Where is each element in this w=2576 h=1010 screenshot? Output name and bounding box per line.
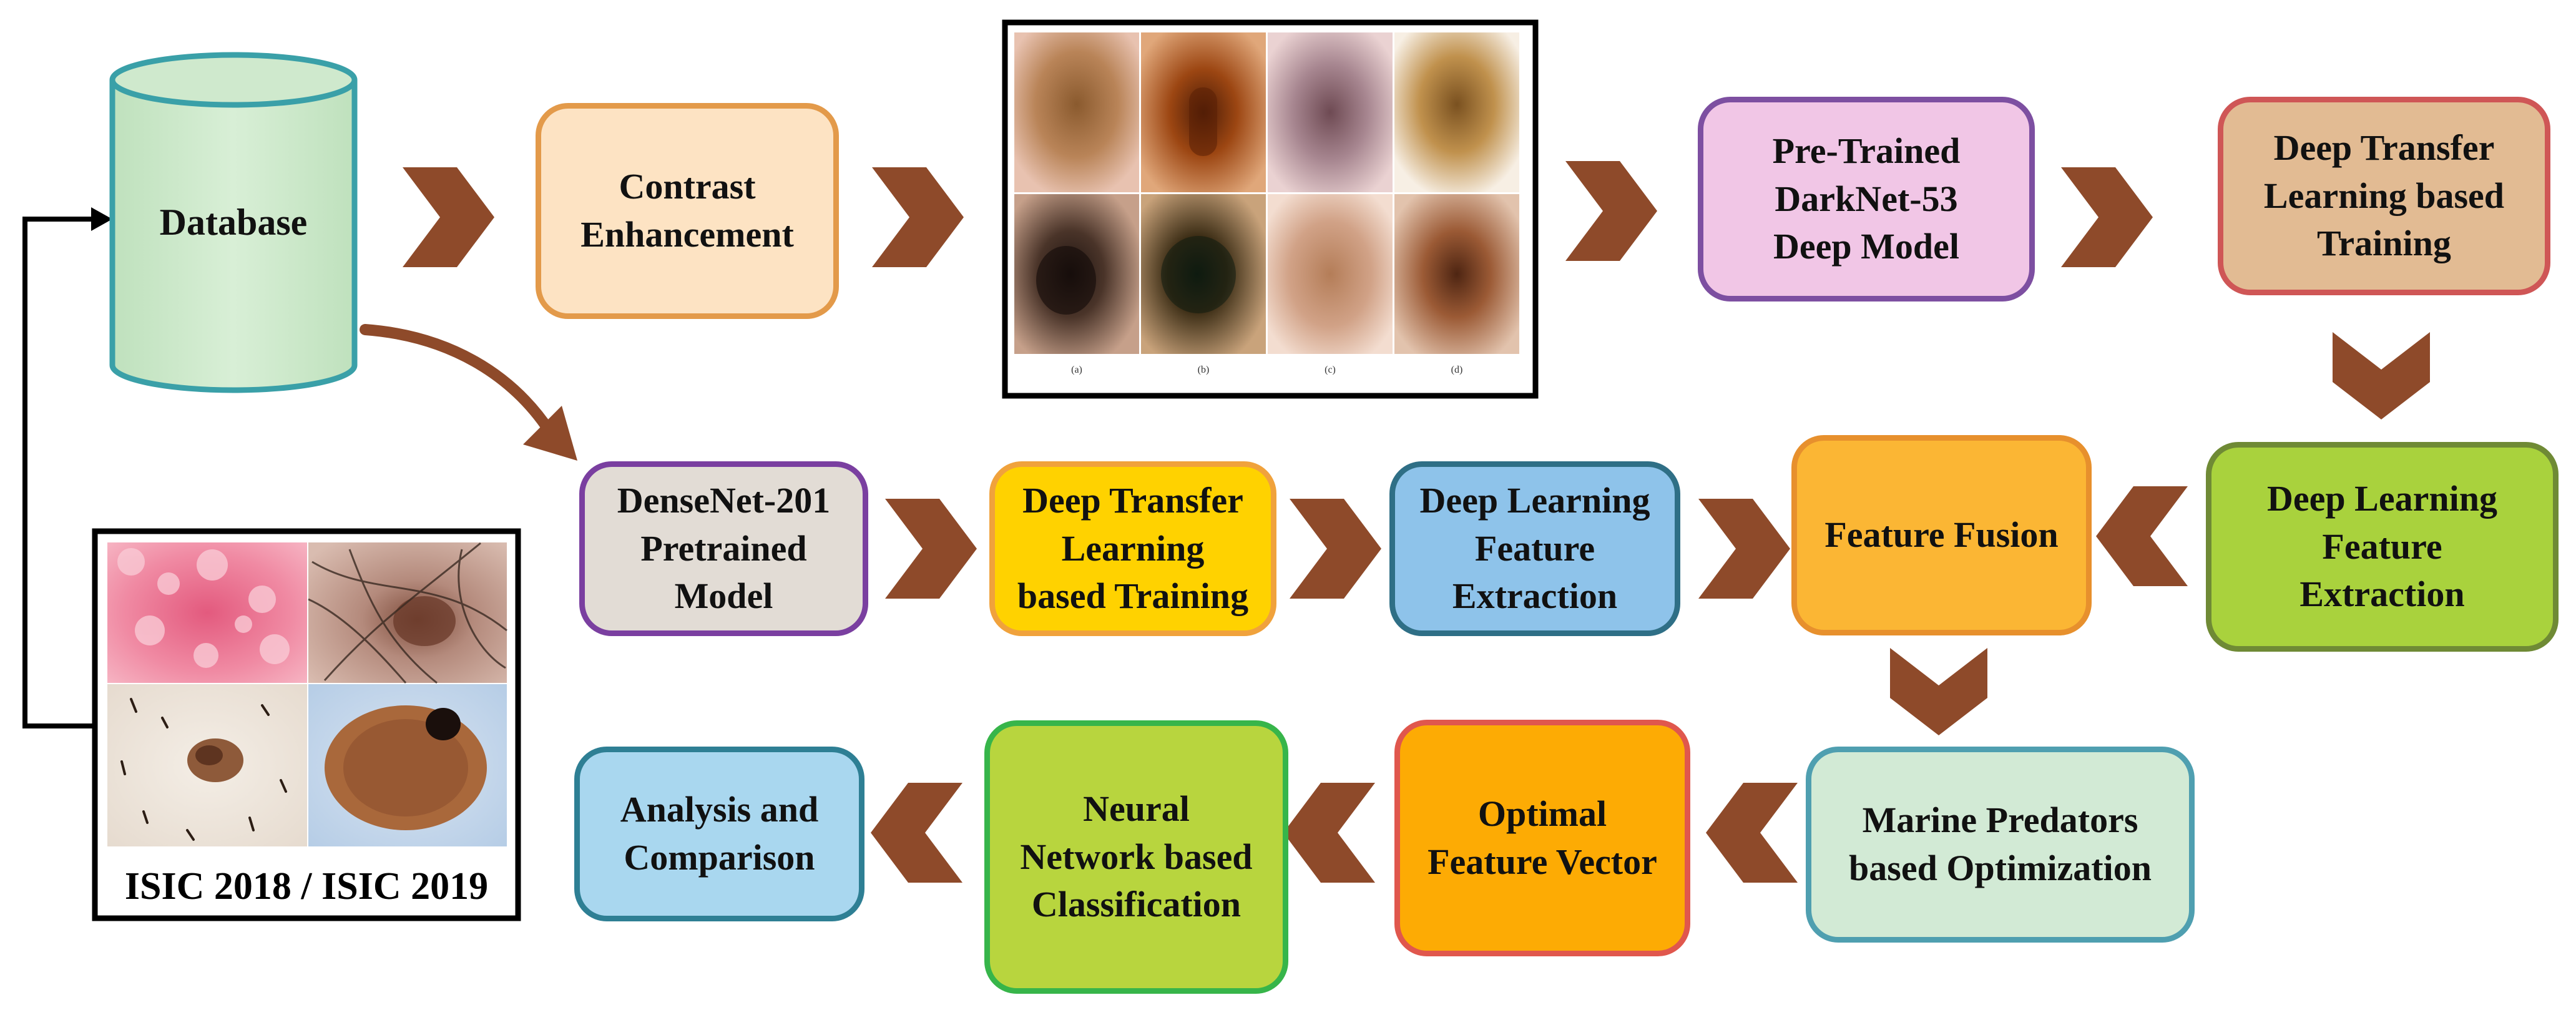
chevron-right-icon [1698,499,1790,599]
transfer-training-mid-box: Deep Transfer Learning based Training [989,461,1276,636]
sample-sublabel-a: (a) [1071,365,1082,375]
feedback-connector [22,207,112,728]
chevron-right-icon [885,499,977,599]
chevron-left-icon [871,783,962,883]
transfer-training-top-label: Deep Transfer Learning based Training [2263,127,2505,264]
densenet201-box: DenseNet-201 Pretrained Model [579,461,868,636]
enhanced-sample-images [1002,19,1539,399]
contrast-enhancement-box: Contrast Enhancement [536,103,839,319]
feature-extraction-right-box: Deep Learning Feature Extraction [2206,442,2559,652]
chevron-arrows [403,161,2430,883]
chevron-left-icon [1706,783,1798,883]
chevron-left-icon [1283,783,1375,883]
dataset-sample-images [92,528,521,921]
database-to-densenet-arrow [360,324,577,461]
nn-classification-label: Neural Network based Classification [1020,788,1253,925]
chevron-right-icon [872,167,964,267]
chevron-left-icon [2096,486,2188,586]
chevron-right-icon [2061,167,2153,267]
feature-extraction-right-label: Deep Learning Feature Extraction [2267,478,2497,615]
densenet201-label: DenseNet-201 Pretrained Model [617,480,831,617]
database-cylinder [109,52,358,393]
nn-classification-box: Neural Network based Classification [984,720,1288,994]
optimal-vector-label: Optimal Feature Vector [1428,793,1657,882]
chevron-right-icon [403,167,494,267]
analysis-label: Analysis and Comparison [620,789,819,878]
chevron-down-icon [1890,648,1987,735]
sample-sublabel-c: (c) [1325,365,1336,375]
marine-predators-label: Marine Predators based Optimization [1849,800,2152,888]
optimal-vector-box: Optimal Feature Vector [1394,720,1690,956]
darknet53-box: Pre-Trained DarkNet-53 Deep Model [1698,97,2035,302]
dataset-caption: ISIC 2018 / ISIC 2019 [125,865,488,908]
sample-sublabel-b: (b) [1198,365,1210,375]
feature-extraction-mid-label: Deep Learning Feature Extraction [1419,480,1650,617]
database-label: Database [160,202,308,243]
feature-extraction-mid-box: Deep Learning Feature Extraction [1389,461,1680,636]
feature-fusion-label: Feature Fusion [1824,514,2059,556]
darknet53-label: Pre-Trained DarkNet-53 Deep Model [1772,130,1961,267]
sample-sublabel-d: (d) [1451,365,1463,375]
marine-predators-box: Marine Predators based Optimization [1806,747,2195,943]
feature-fusion-box: Feature Fusion [1791,435,2092,635]
transfer-training-top-box: Deep Transfer Learning based Training [2218,97,2550,295]
analysis-box: Analysis and Comparison [574,747,864,921]
transfer-training-mid-label: Deep Transfer Learning based Training [1017,480,1249,617]
chevron-right-icon [1565,161,1657,261]
chevron-right-icon [1290,499,1381,599]
contrast-enhancement-label: Contrast Enhancement [580,166,794,255]
chevron-down-icon [2333,332,2430,419]
